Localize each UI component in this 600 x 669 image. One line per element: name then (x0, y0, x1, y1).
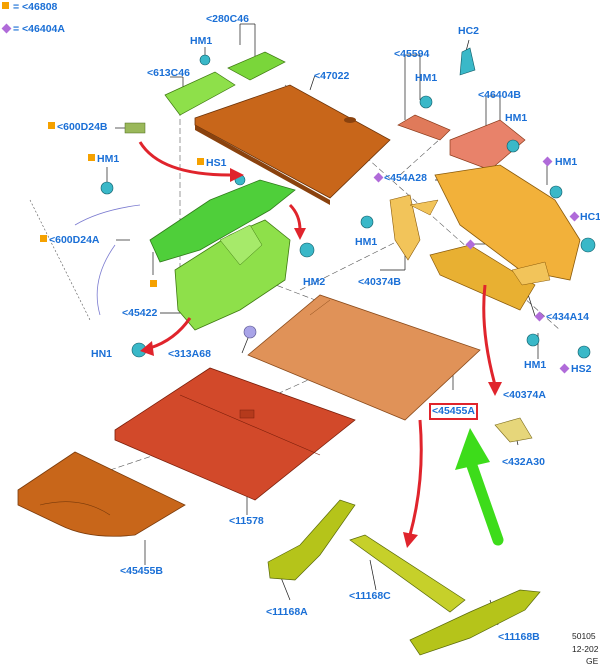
part-label-600d24a: <600D24A (49, 234, 100, 246)
red-arrows (138, 141, 497, 536)
part-label-45422: <45422 (122, 307, 158, 319)
load-floor-rear (17, 451, 186, 537)
part-label-hc1: HC1 (580, 211, 600, 223)
red-arrowheads (140, 168, 502, 548)
part-label-hm1-e: HM1 (555, 156, 578, 168)
part-label-hn1: HN1 (91, 348, 113, 360)
diamond-marker-icon (1, 23, 12, 34)
part-label-434a14: <434A14 (546, 311, 589, 323)
part-label-40374b: <40374B (358, 276, 401, 288)
part-label-11168a: <11168A (266, 606, 308, 618)
load-floor-front (247, 294, 481, 421)
part-label-47022: <47022 (314, 70, 350, 82)
part-label-hs1: HS1 (206, 157, 227, 169)
part-label-280c46: <280C46 (206, 13, 249, 25)
part-label-11168c: <11168C (349, 590, 391, 602)
part-label-hm1-c: HM1 (415, 72, 438, 84)
green-arrow (455, 428, 504, 546)
part-label-600d24b: <600D24B (57, 121, 108, 133)
fasteners (74, 47, 596, 443)
left-quarter-panel (149, 179, 296, 331)
part-label-hm2: HM2 (303, 276, 326, 288)
part-label-hm1-b: HM1 (97, 153, 120, 165)
part-label-hs2: HS2 (571, 363, 592, 375)
part-label-45594: <45594 (394, 48, 430, 60)
part-label-hm1-g: HM1 (524, 359, 547, 371)
footer-ref-line1: 50105 (572, 631, 596, 641)
markers (40, 122, 580, 374)
right-upper-trim (397, 114, 526, 171)
part-label-313a68: <313A68 (168, 348, 211, 360)
part-label-11578: <11578 (229, 515, 264, 527)
part-label-40374a: <40374A (503, 389, 546, 401)
part-label-454a28: <454A28 (384, 172, 427, 184)
part-label-hm1-d: HM1 (505, 112, 528, 124)
square-marker-icon (2, 2, 9, 9)
legend-diamond-text: = <46404A (13, 23, 65, 35)
right-quarter-panel (389, 164, 581, 311)
left-upper-trim (164, 51, 286, 116)
part-label-432a30: <432A30 (502, 456, 545, 468)
footer-ref-line3: GE (586, 656, 599, 666)
footer-ref-line2: 12-202 (572, 644, 599, 654)
part-label-45455a-highlighted: <45455A (429, 403, 478, 420)
part-label-hm1-f: HM1 (355, 236, 378, 248)
part-label-45455b: <45455B (120, 565, 163, 577)
part-label-613c46: <613C46 (147, 67, 190, 79)
part-label-hc2: HC2 (458, 25, 480, 37)
cargo-cover (194, 84, 391, 205)
load-floor-center (114, 367, 356, 501)
sill-plates (267, 499, 541, 656)
part-label-hm1-a: HM1 (190, 35, 213, 47)
part-label-11168b: <11168B (498, 631, 540, 643)
legend-square-text: = <46808 (13, 1, 58, 13)
part-label-46404b: <46404B (478, 89, 521, 101)
